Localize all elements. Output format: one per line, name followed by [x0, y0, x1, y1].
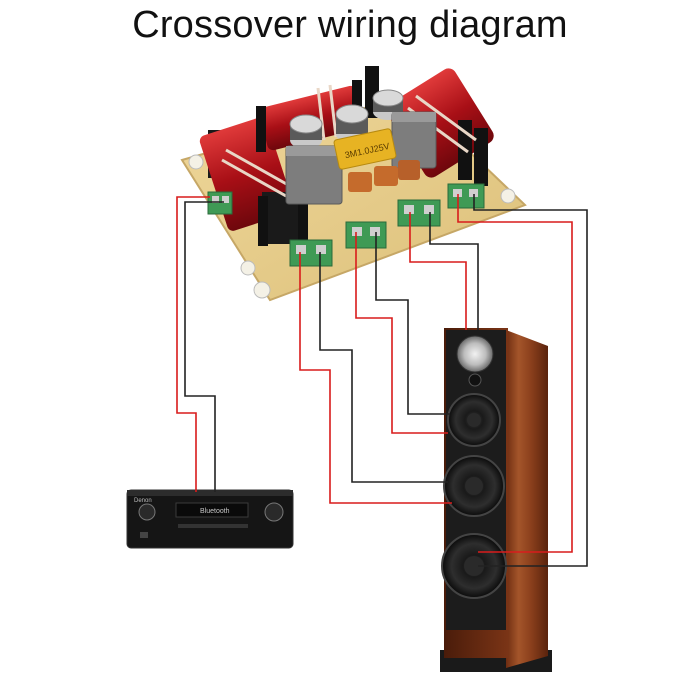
wire-tweeter-positive [409, 212, 467, 330]
wire-bass-negative [473, 194, 588, 567]
woofer-upper-dustcap [465, 477, 483, 495]
receiver-headphone-jack [140, 532, 148, 538]
terminal-block-woofer [289, 239, 333, 267]
terminal-block-tweeter [397, 199, 441, 227]
tweeter [456, 335, 494, 373]
volume-knob-left [138, 503, 156, 521]
wire-input-negative [184, 201, 224, 492]
receiver-top-edge [127, 490, 293, 496]
av-receiver: Bluetooth Denon [126, 489, 294, 549]
terminal-block-midrange [345, 221, 387, 249]
film-capacitor-top [286, 146, 342, 156]
electrolytic-capacitor [372, 89, 404, 120]
volume-knob-right [264, 502, 284, 522]
diagram-title: Crossover wiring diagram [132, 4, 568, 46]
resistor [398, 160, 420, 180]
resistor [348, 172, 372, 192]
crossover-board: 3M1.0J25V [180, 66, 527, 302]
speaker-side-panel [506, 330, 548, 668]
receiver-brand: Denon [134, 498, 152, 504]
film-capacitor-top [392, 112, 436, 122]
tower-speaker [440, 328, 552, 672]
wire-tweeter-negative [429, 212, 479, 330]
wire-woofer-negative [319, 252, 448, 483]
receiver-display [175, 502, 249, 518]
display-text: Bluetooth [200, 508, 230, 515]
wire-midrange-negative [375, 232, 450, 415]
standoff [500, 188, 516, 204]
midrange-dustcap [467, 413, 481, 427]
tweeter-port [468, 373, 482, 387]
yellow-capacitor: 3M1.0J25V [333, 128, 397, 170]
wire-midrange-positive [355, 232, 448, 434]
receiver-button-row [178, 524, 248, 528]
resistor [374, 166, 398, 186]
wire-input-positive [176, 196, 210, 492]
standoff [188, 154, 204, 170]
standoff [240, 260, 256, 276]
terminal-block-input [207, 191, 233, 215]
woofer-lower-dustcap [464, 556, 484, 576]
standoff [253, 281, 271, 299]
electrolytic-capacitor [289, 114, 323, 149]
terminal-block-right [447, 183, 485, 209]
wire-bass-positive [457, 194, 573, 553]
wire-woofer-positive [299, 252, 452, 504]
